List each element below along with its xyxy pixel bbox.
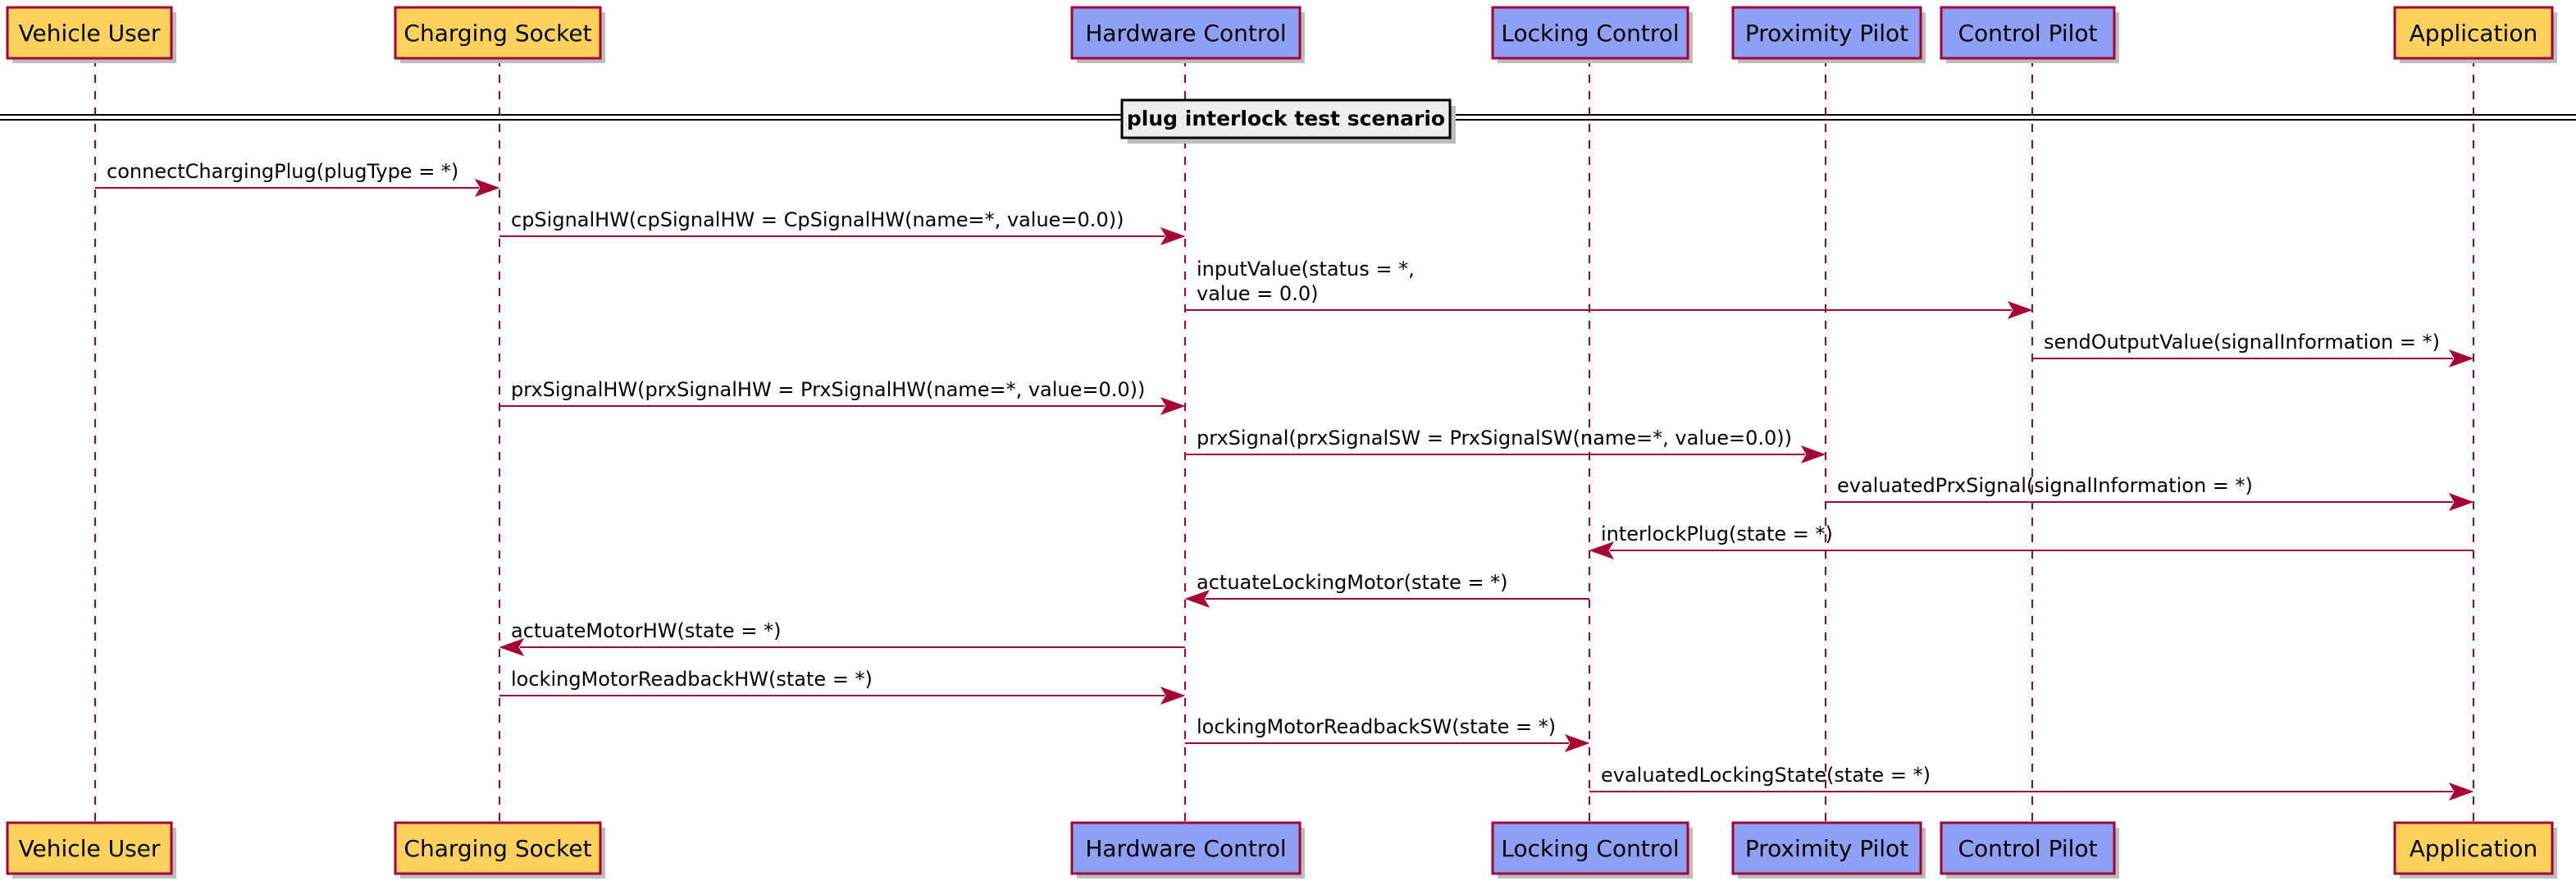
participant-box-bottom-vehicle_user	[6, 821, 173, 875]
message-arrowhead-11	[1160, 687, 1186, 705]
message-label-13: evaluatedLockingState(state = *)	[1601, 764, 1931, 787]
participant-box-bottom-locking_control	[1491, 821, 1689, 875]
message-label-6: prxSignal(prxSignalSW = PrxSignalSW(name…	[1197, 427, 1792, 450]
participant-box-top-hardware_control	[1070, 6, 1302, 60]
participant-label-top-control_pilot: Control Pilot	[1958, 20, 2097, 47]
message-label-3-line-2: value = 0.0)	[1197, 282, 1318, 305]
message-arrowhead-1	[474, 179, 500, 197]
group-frame: plug interlock test scenario	[0, 98, 2576, 144]
participant-label-bottom-locking_control: Locking Control	[1501, 835, 1679, 862]
message-arrowhead-8	[1589, 541, 1615, 559]
message-arrowhead-13	[2448, 783, 2474, 801]
participant-label-bottom-hardware_control: Hardware Control	[1085, 835, 1286, 862]
message-arrowhead-5	[1160, 397, 1186, 415]
message-label-1: connectChargingPlug(plugType = *)	[107, 160, 458, 183]
participant-box-top-vehicle_user	[6, 6, 173, 60]
participant-label-top-proximity_pilot: Proximity Pilot	[1745, 20, 1908, 47]
participant-box-top-locking_control	[1491, 6, 1689, 60]
message-arrowhead-9	[1184, 590, 1210, 608]
group-label: plug interlock test scenario	[1127, 107, 1445, 130]
participant-label-top-application: Application	[2410, 20, 2537, 47]
message-label-2: cpSignalHW(cpSignalHW = CpSignalHW(name=…	[511, 208, 1124, 231]
participant-label-bottom-control_pilot: Control Pilot	[1958, 835, 2097, 862]
participants-top: Vehicle User Charging Socket Hardware Cont…	[6, 6, 2557, 63]
message-label-11: lockingMotorReadbackHW(state = *)	[511, 668, 873, 691]
message-arrowhead-10	[499, 638, 525, 656]
message-arrowhead-4	[2448, 349, 2474, 367]
group-label-box	[1120, 98, 1452, 139]
message-arrowhead-2	[1160, 227, 1186, 245]
message-arrowhead-7	[2448, 493, 2474, 511]
participant-box-bottom-proximity_pilot	[1731, 821, 1922, 875]
message-label-9: actuateLockingMotor(state = *)	[1197, 571, 1508, 594]
lifelines	[94, 58, 2474, 823]
participant-label-top-vehicle_user: Vehicle User	[19, 20, 161, 47]
message-label-8: interlockPlug(state = *)	[1601, 523, 1833, 545]
participant-label-bottom-charging_socket: Charging Socket	[403, 835, 591, 862]
participant-box-top-charging_socket	[394, 6, 602, 60]
message-arrowhead-12	[1564, 734, 1590, 752]
message-label-4: sendOutputValue(signalInformation = *)	[2044, 331, 2440, 354]
participant-box-top-control_pilot	[1940, 6, 2116, 60]
participant-box-bottom-control_pilot	[1940, 821, 2116, 875]
message-label-12: lockingMotorReadbackSW(state = *)	[1197, 715, 1556, 738]
messages: connectChargingPlug(plugType = *) cpSigna…	[95, 160, 2474, 801]
message-label-3-line-1: inputValue(status = *,	[1197, 258, 1415, 281]
participant-label-bottom-application: Application	[2410, 835, 2537, 862]
participant-label-top-charging_socket: Charging Socket	[403, 20, 591, 47]
message-label-5: prxSignalHW(prxSignalHW = PrxSignalHW(na…	[511, 378, 1145, 401]
participants-bottom: Vehicle User Charging Socket Hardware Cont…	[6, 821, 2557, 879]
participant-label-bottom-vehicle_user: Vehicle User	[19, 835, 161, 862]
message-label-10: actuateMotorHW(state = *)	[511, 619, 781, 642]
participant-label-top-locking_control: Locking Control	[1501, 20, 1679, 47]
participant-label-top-hardware_control: Hardware Control	[1085, 20, 1286, 47]
message-arrowhead-6	[1800, 445, 1826, 463]
participant-box-top-application	[2393, 6, 2554, 60]
participant-box-bottom-application	[2393, 821, 2554, 875]
message-arrowhead-3	[2007, 301, 2033, 319]
participant-box-top-proximity_pilot	[1731, 6, 1922, 60]
message-label-7: evaluatedPrxSignal(signalInformation = *…	[1837, 474, 2253, 497]
participant-box-bottom-charging_socket	[394, 821, 602, 875]
participant-box-bottom-hardware_control	[1070, 821, 1302, 875]
participant-label-bottom-proximity_pilot: Proximity Pilot	[1745, 835, 1908, 862]
